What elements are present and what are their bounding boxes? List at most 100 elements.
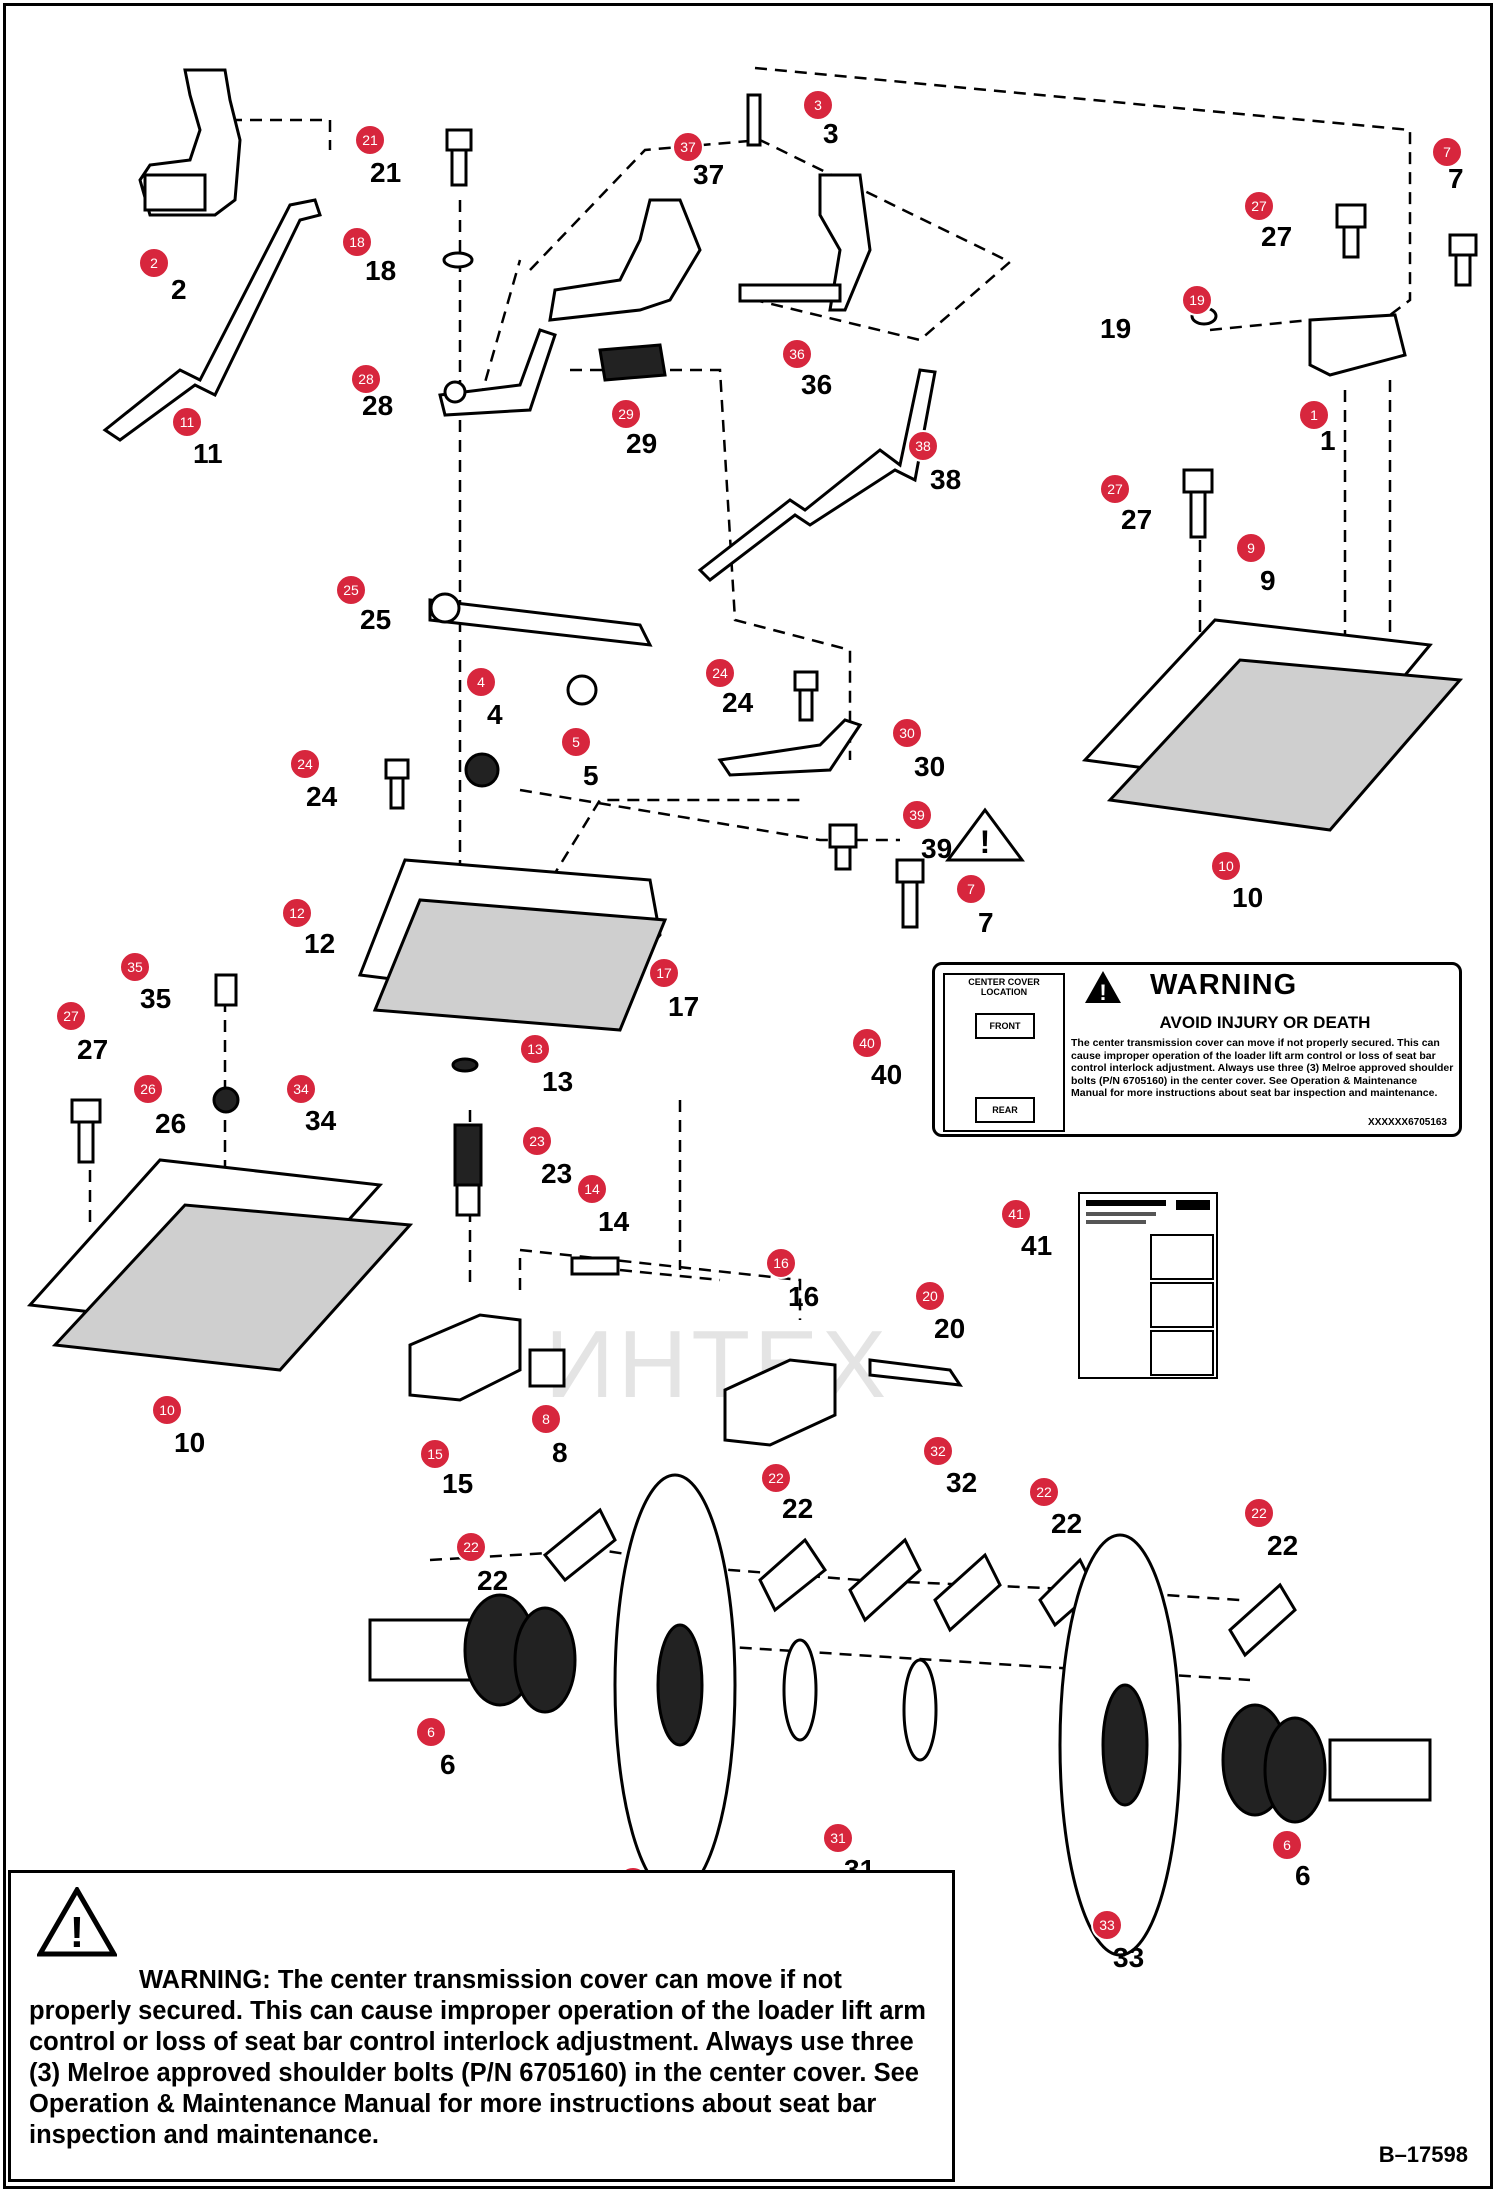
callout-marker bbox=[1243, 190, 1275, 222]
part-number-label: 6 bbox=[440, 1749, 456, 1780]
part-number-label: 24 bbox=[722, 687, 754, 718]
callout-marker bbox=[922, 1435, 954, 1467]
callout-marker bbox=[455, 1531, 487, 1563]
callout-5: 55 bbox=[560, 726, 599, 791]
part-33-disc-left bbox=[613, 1473, 737, 1897]
callout-marker bbox=[901, 799, 933, 831]
part-number-label: 32 bbox=[946, 1467, 977, 1498]
part-36-pedal bbox=[738, 173, 872, 312]
callout-6: 66 bbox=[1271, 1829, 1311, 1891]
callout-3: 33 bbox=[802, 89, 839, 149]
decal-subtitle: AVOID INJURY OR DEATH bbox=[1159, 1013, 1371, 1032]
callout-number: 20 bbox=[922, 1288, 938, 1304]
part-11-rod bbox=[102, 198, 322, 442]
part-number-label: 8 bbox=[552, 1437, 568, 1468]
callout-marker bbox=[530, 1403, 562, 1435]
callout-marker bbox=[138, 247, 170, 279]
callout-marker bbox=[1099, 473, 1131, 505]
callout-marker bbox=[341, 226, 373, 258]
callout-number: 14 bbox=[584, 1181, 600, 1197]
callout-marker bbox=[765, 1247, 797, 1279]
callout-marker bbox=[851, 1027, 883, 1059]
part-27-bolt-right bbox=[1335, 203, 1478, 287]
part-number-label: 16 bbox=[788, 1281, 819, 1312]
callout-number: 3 bbox=[814, 97, 822, 113]
callout-number: 22 bbox=[1036, 1484, 1052, 1500]
callout-marker bbox=[802, 89, 834, 121]
part-number-label: 30 bbox=[914, 751, 945, 782]
callout-9: 99 bbox=[1235, 532, 1276, 596]
callout-marker bbox=[576, 1173, 608, 1205]
part-number-label: 6 bbox=[1295, 1860, 1311, 1891]
callout-number: 28 bbox=[358, 371, 374, 387]
part-number-label: 22 bbox=[1267, 1530, 1298, 1561]
decal-rear-tag: REAR bbox=[975, 1097, 1035, 1123]
part-number-label: 41 bbox=[1021, 1230, 1052, 1261]
callout-2: 22 bbox=[138, 247, 187, 305]
part-number-label: 5 bbox=[583, 760, 599, 791]
callout-number: 30 bbox=[899, 725, 915, 741]
part-number-label: 26 bbox=[155, 1108, 186, 1139]
part-20-bolt bbox=[868, 1358, 964, 1387]
part-number-label: 37 bbox=[693, 159, 724, 190]
warning-decal-40: CENTER COVER LOCATION FRONT REAR ! WARNI… bbox=[932, 962, 1462, 1137]
callout-number: 33 bbox=[1099, 1917, 1115, 1933]
part-27-bolt-left bbox=[70, 1098, 102, 1164]
decal-code: XXXXXX6705163 bbox=[1368, 1117, 1447, 1128]
part-15-block bbox=[408, 1313, 522, 1402]
part-number-label: 22 bbox=[1051, 1508, 1082, 1539]
callout-number: 17 bbox=[656, 965, 672, 981]
callout-number: 1 bbox=[1310, 407, 1318, 423]
callout-1: 11 bbox=[1298, 399, 1336, 456]
part-number-label: 9 bbox=[1260, 565, 1276, 596]
part-31-snap-rings bbox=[782, 1638, 938, 1762]
part-number-label: 13 bbox=[542, 1066, 573, 1097]
part-number-label: 18 bbox=[365, 255, 396, 286]
decal-front-tag: FRONT bbox=[975, 1013, 1035, 1039]
callout-marker bbox=[760, 1462, 792, 1494]
part-number-label: 35 bbox=[140, 983, 171, 1014]
part-number-label: 3 bbox=[823, 118, 839, 149]
part-18-washer bbox=[442, 251, 474, 269]
callout-number: 8 bbox=[542, 1411, 550, 1427]
decal-title: WARNING bbox=[1150, 969, 1298, 1001]
svg-text:!: ! bbox=[1099, 980, 1106, 1005]
part-24-bolt-right bbox=[793, 670, 819, 722]
callout-marker bbox=[354, 124, 386, 156]
callout-number: 22 bbox=[768, 1470, 784, 1486]
part-29-spring bbox=[598, 343, 667, 382]
part-number-label: 33 bbox=[1113, 1942, 1144, 1973]
manual-sheet-41 bbox=[1078, 1192, 1218, 1379]
part-number-label: 38 bbox=[930, 464, 961, 495]
callout-marker bbox=[1000, 1198, 1032, 1230]
part-number-label: 10 bbox=[174, 1427, 205, 1458]
part-38-rod bbox=[697, 368, 937, 582]
figure-reference-code: B–17598 bbox=[1378, 2142, 1468, 2167]
callout-number: 12 bbox=[289, 905, 305, 921]
callout-marker bbox=[1028, 1476, 1060, 1508]
part-37-pedal bbox=[548, 198, 702, 322]
part-number-label: 7 bbox=[1448, 163, 1464, 194]
part-24-bolt-left bbox=[384, 758, 410, 810]
callout-marker bbox=[1243, 1497, 1275, 1529]
part-22-shims bbox=[542, 1507, 1297, 1658]
callout-number: 11 bbox=[180, 414, 195, 430]
decal-location-label: CENTER COVER LOCATION bbox=[968, 977, 1040, 997]
callout-marker bbox=[281, 897, 313, 929]
part-1-bracket bbox=[1308, 313, 1407, 377]
part-35-grommet bbox=[214, 973, 238, 1007]
callout-4: 44 bbox=[465, 666, 503, 730]
part-number-label: 22 bbox=[477, 1565, 508, 1596]
